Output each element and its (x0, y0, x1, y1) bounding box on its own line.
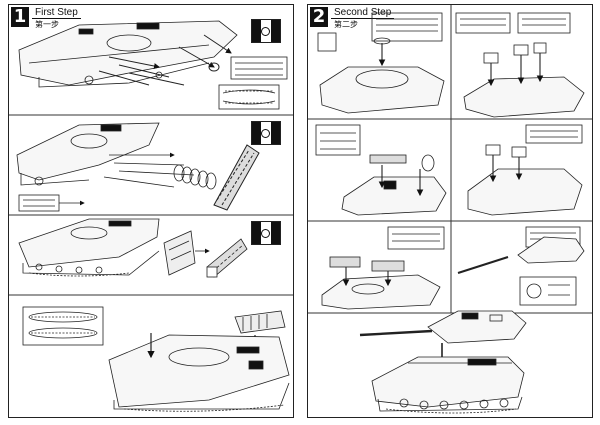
step-1-assembly-illustrations (9, 20, 293, 412)
step-1-subtitle: 第一步 (35, 20, 59, 29)
tank-complete-illustration (371, 356, 525, 414)
gun-barrel-illustration (457, 226, 585, 306)
turret-top-parts-illustration (467, 124, 583, 216)
paint-color-flag-2 (251, 121, 281, 145)
side-skirt-part (163, 230, 210, 276)
step-1-title: First Step (32, 7, 81, 19)
suspension-arms (98, 34, 232, 86)
sprue-parts-a (218, 56, 288, 110)
turret-parts-illustration (455, 12, 585, 118)
road-wheels (103, 152, 217, 190)
track-segment-part (206, 238, 248, 278)
turret-side-parts-illustration (315, 124, 447, 216)
hull-with-wheels-illustration (16, 122, 160, 186)
step-2-subtitle: 第二步 (334, 20, 358, 29)
step-2-assembly-illustrations (308, 5, 592, 414)
step-2-number: 2 (310, 7, 328, 27)
step-2-page: 2 Second Step 第二步 (307, 4, 593, 418)
sprue-parts-b (18, 194, 85, 212)
rear-grille-part (234, 310, 286, 359)
track-link-set (213, 144, 260, 211)
step-1-page: 1 First Step 第一步 (8, 4, 294, 418)
paint-color-flag-1 (251, 19, 281, 43)
hull-lower-illustration (18, 20, 238, 88)
hull-complete-illustration (108, 333, 290, 412)
step-2-title: Second Step (331, 7, 395, 19)
hull-tracked-illustration (18, 218, 160, 277)
step-2-header: 2 Second Step 第二步 (310, 7, 395, 29)
step-1-header: 1 First Step 第一步 (11, 7, 81, 29)
paint-color-flag-3 (251, 221, 281, 245)
sprue-tracks (22, 306, 104, 346)
turret-complete-illustration (359, 310, 527, 344)
step-1-number: 1 (11, 7, 29, 27)
turret-armor-illustration (321, 226, 445, 310)
turret-base-illustration (317, 12, 445, 114)
